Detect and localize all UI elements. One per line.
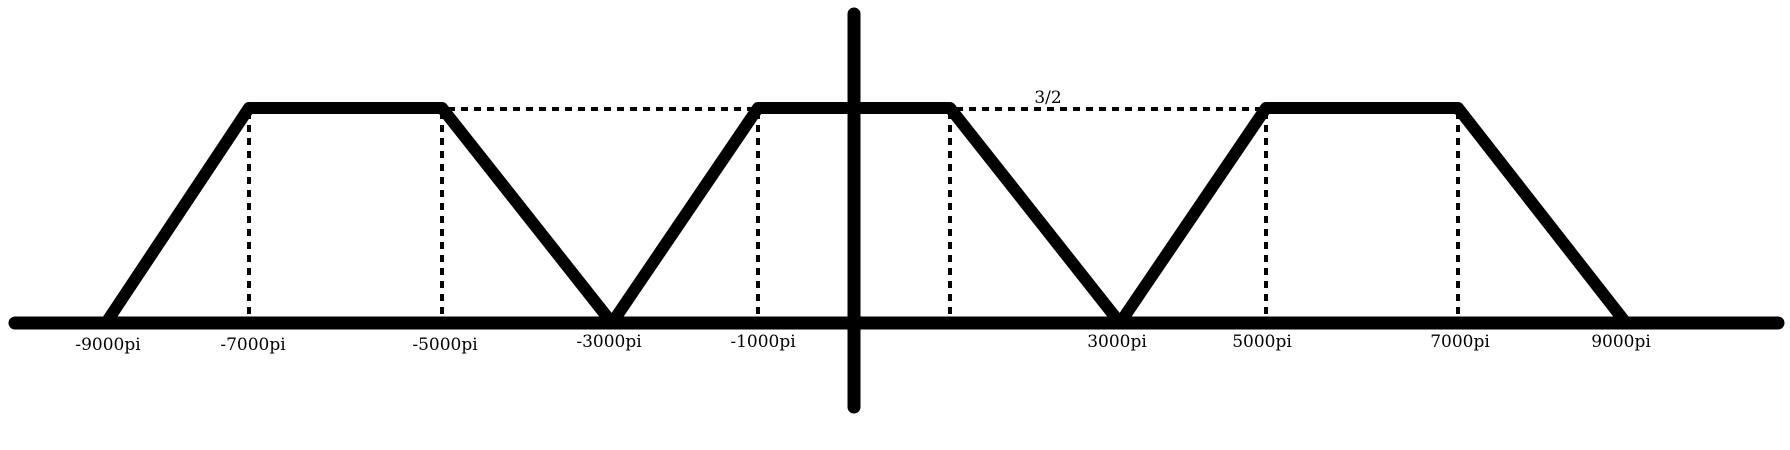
tick-label: 3000pi <box>1087 332 1147 352</box>
tick-label: -1000pi <box>730 332 796 352</box>
trapezoid-1 <box>100 102 618 329</box>
tick-label: 7000pi <box>1430 332 1490 352</box>
trapezoid-3 <box>1114 102 1632 329</box>
height-annotation: 3/2 <box>1034 88 1061 108</box>
trapezoid-2 <box>606 102 1126 329</box>
tick-label: -9000pi <box>75 335 141 355</box>
tick-label: 9000pi <box>1591 332 1651 352</box>
tick-label: -3000pi <box>576 332 642 352</box>
tick-label: -5000pi <box>412 335 478 355</box>
dashed-guides <box>247 107 1460 315</box>
tick-labels: -9000pi -7000pi -5000pi -3000pi -1000pi 3000p… <box>75 332 1651 355</box>
tick-label: 5000pi <box>1232 332 1292 352</box>
tick-label: -7000pi <box>220 335 286 355</box>
trapezoid-group <box>100 102 1632 329</box>
